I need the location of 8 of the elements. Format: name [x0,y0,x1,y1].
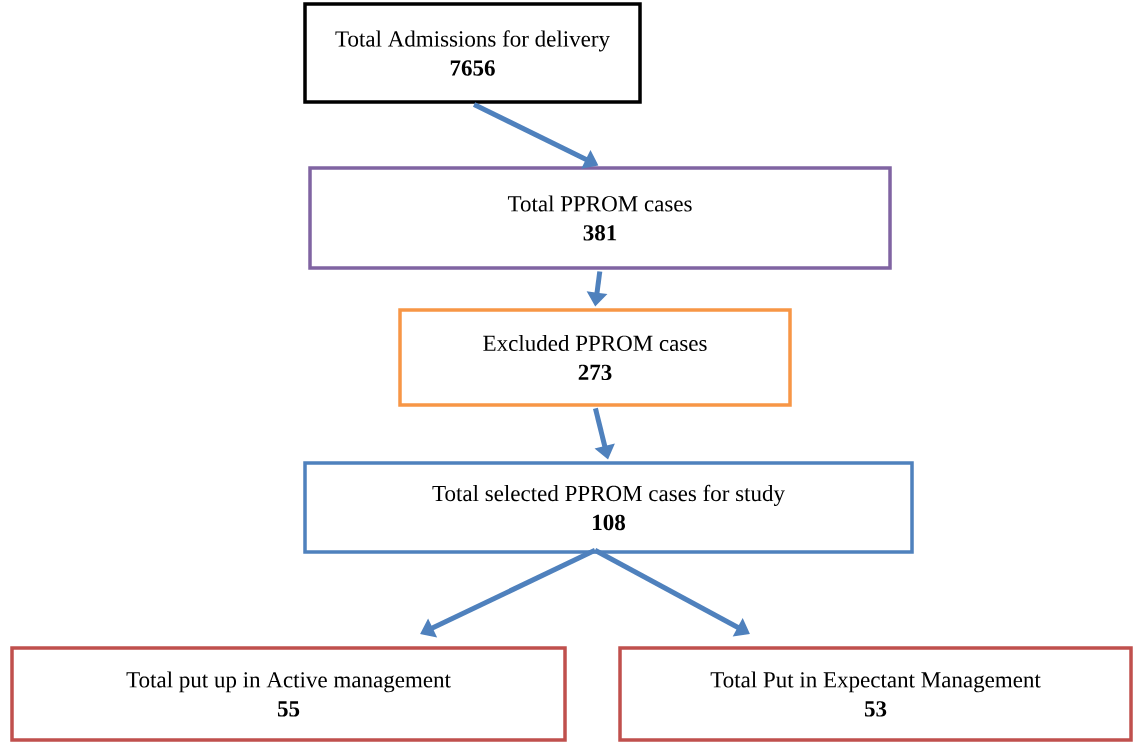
arrow [593,548,750,637]
flow-box: Total Admissions for delivery 7656 [303,2,642,104]
arrow [420,548,597,638]
flow-box: Total put up in Active management 55 [10,646,567,742]
flow-box: Total PPROM cases 381 [308,166,892,270]
flow-box: Total Put in Expectant Management 53 [618,646,1133,742]
flow-box: Excluded PPROM cases 273 [398,308,792,407]
flow-box: Total selected PPROM cases for study 108 [303,461,914,554]
